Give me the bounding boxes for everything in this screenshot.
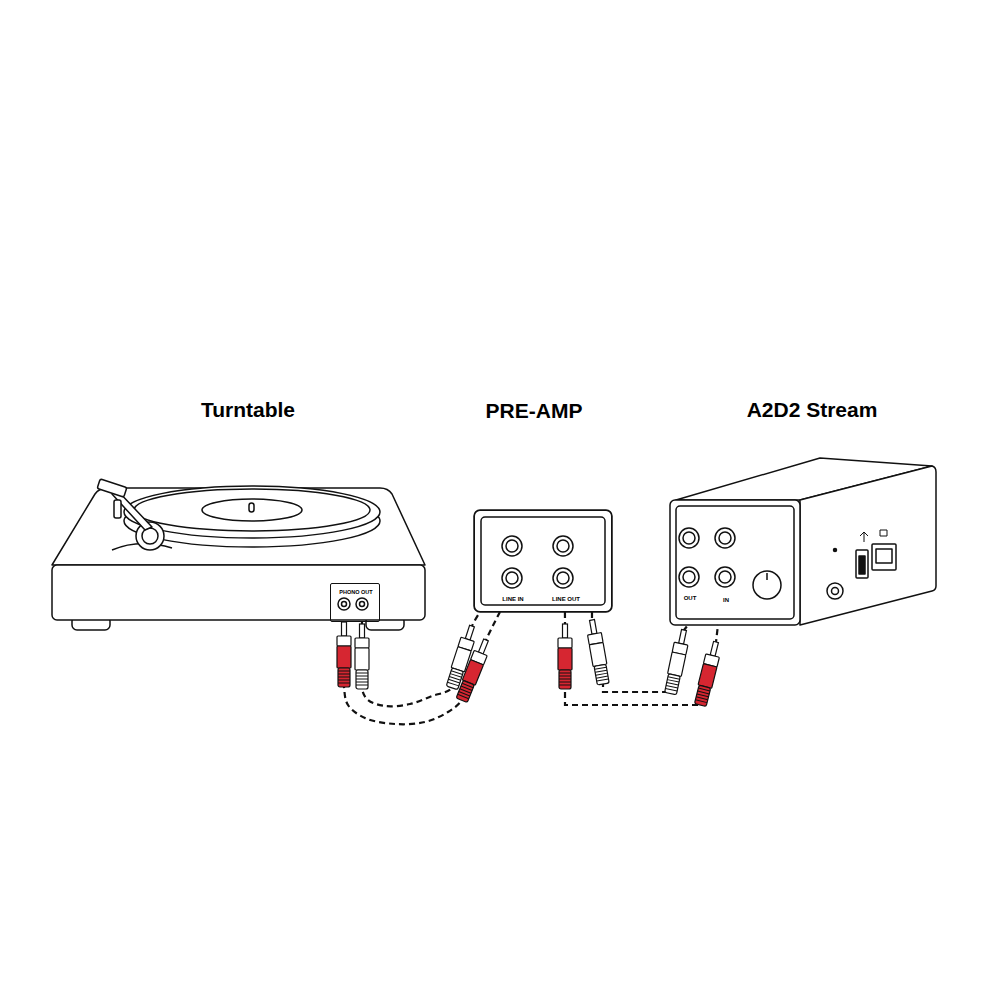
port-label: LINE IN: [502, 596, 523, 603]
rca-jack-hole: [557, 572, 569, 584]
phono-jack-right-hole: [360, 602, 365, 607]
rca-jack: [553, 568, 573, 588]
device-title: Turntable: [201, 398, 295, 421]
rca-jack: [553, 536, 573, 556]
rca-plug-red: [337, 622, 351, 687]
preamp-inner-panel: [481, 517, 605, 605]
rca-jack-hole: [557, 540, 569, 552]
usb-port: [856, 550, 868, 578]
rca-jack: [715, 567, 735, 587]
knob-tick: [766, 573, 768, 580]
headphone-jack: [827, 583, 843, 599]
a2d2-front-bevel: [676, 506, 794, 619]
tonearm: [112, 490, 152, 530]
turntable-top: [52, 488, 425, 565]
rca-plug-red: [455, 637, 492, 703]
preamp-drawing: [474, 510, 612, 612]
port-label: OUT: [684, 595, 697, 602]
volume-knob: [753, 571, 781, 599]
turntable-drawing: [52, 479, 425, 630]
headphone-icon: [834, 549, 837, 552]
arm-rest: [114, 500, 121, 518]
phono-jack-right: [356, 598, 368, 610]
rca-plug-red: [693, 640, 722, 706]
turntable-body: TurntablePHONO OUT: [52, 565, 425, 623]
record-label: [202, 499, 302, 521]
preamp-panel-fill: [474, 510, 612, 612]
rca-jack-hole: [683, 532, 695, 544]
rca-jack-hole: [683, 571, 695, 583]
port-label: PHONO OUT: [339, 589, 372, 595]
port-label: LINE OUT: [552, 596, 580, 603]
rca-plug-white: [585, 619, 610, 685]
rca-jack-hole: [506, 540, 518, 552]
rca-jack-hole: [506, 572, 518, 584]
a2d2-front-panel: A2D2 StreamOUTIN: [670, 500, 800, 625]
device-title: PRE-AMP: [486, 399, 583, 422]
platter-rim: [134, 489, 370, 531]
device-title: A2D2 Stream: [747, 398, 878, 421]
a2d2-front: [670, 500, 800, 625]
spindle: [249, 503, 254, 512]
headphone-jack-hole: [832, 588, 839, 595]
usb-port-tongue: [859, 556, 865, 574]
rca-cable: [565, 612, 718, 705]
a2d2-side: [800, 466, 936, 625]
ethernet-port-inner: [876, 549, 892, 563]
port-label: IN: [723, 597, 729, 604]
phono-jack-left-hole: [342, 602, 347, 607]
phono-jack-left: [338, 598, 350, 610]
rca-jack-hole: [719, 532, 731, 544]
ethernet-icon: [880, 530, 887, 536]
a2d2-drawing: [670, 458, 936, 625]
rca-jack: [502, 536, 522, 556]
headshell: [97, 479, 127, 497]
ethernet-port: [872, 544, 896, 570]
preamp-panel: PRE-AMPLINE INLINE OUT: [474, 510, 612, 612]
rca-cable: [343, 612, 500, 724]
phono-out-panel: PHONO OUT: [330, 583, 380, 622]
rca-jack: [502, 568, 522, 588]
rca-plug-red: [558, 624, 572, 689]
usb-icon: [860, 532, 868, 542]
rca-jack-hole: [719, 571, 731, 583]
rca-jack: [715, 528, 735, 548]
rca-plug-white: [355, 624, 369, 689]
rca-jack: [679, 528, 699, 548]
rca-plug-white: [664, 629, 691, 695]
turntable-front: [52, 565, 425, 620]
rca-jack: [679, 567, 699, 587]
